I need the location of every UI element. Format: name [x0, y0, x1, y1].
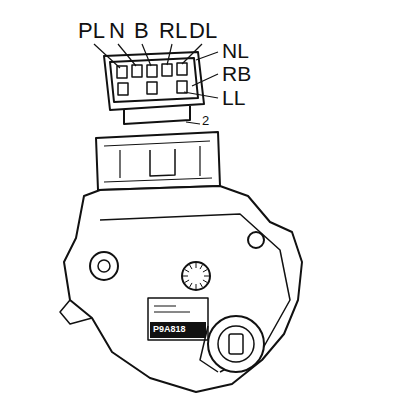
- pin-label: B: [134, 20, 149, 42]
- leader-lines: [94, 44, 218, 124]
- switch-housing: [96, 132, 220, 190]
- part-number: P9A818: [153, 325, 186, 334]
- detent-gear: [182, 262, 210, 290]
- connector-face: [110, 58, 198, 102]
- connector-shell: [104, 52, 204, 110]
- pin-label: NL: [222, 40, 249, 61]
- shaft-boss: [208, 316, 264, 372]
- pin-label: N: [109, 20, 125, 42]
- connector-neck: [124, 106, 190, 124]
- label-plate: [148, 298, 208, 340]
- pin-label: LL: [222, 87, 245, 108]
- base-plate: [64, 186, 302, 392]
- callout-number: 2: [202, 114, 209, 127]
- pin-label: RB: [222, 63, 251, 84]
- bolt-hole: [248, 232, 264, 248]
- pin-label: DL: [189, 20, 217, 42]
- sector-arc: [100, 214, 290, 372]
- pin-label: RL: [159, 20, 187, 42]
- pin-label: PL: [78, 20, 105, 42]
- mounting-hole: [90, 252, 118, 280]
- connector-pins: [117, 63, 187, 95]
